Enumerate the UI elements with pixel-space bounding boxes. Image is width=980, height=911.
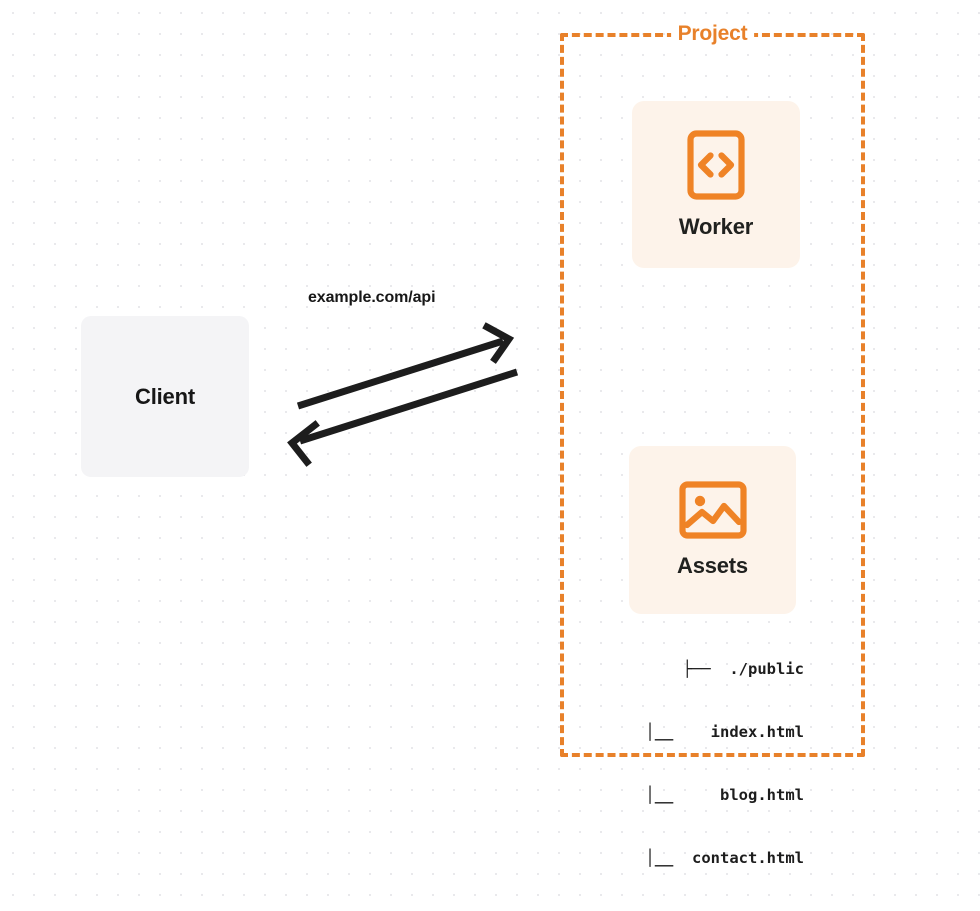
response-arrow-head bbox=[287, 420, 320, 467]
request-arrow-shaft bbox=[296, 337, 505, 410]
file-tree-row: │__ blog.html bbox=[645, 786, 804, 804]
response-arrow-shaft bbox=[298, 368, 519, 445]
worker-node[interactable]: Worker bbox=[632, 101, 800, 268]
file-tree-row: │__ contact.html bbox=[645, 849, 804, 867]
file-tree-row: ├── ./public bbox=[682, 660, 804, 678]
image-icon bbox=[678, 481, 747, 539]
request-arrow-head bbox=[482, 322, 515, 364]
diagram-canvas: Client example.com/api Project Worker bbox=[81, 22, 865, 867]
project-group-boundary: Project bbox=[560, 22, 865, 757]
edge-label-endpoint: example.com/api bbox=[308, 289, 436, 306]
worker-label: Worker bbox=[678, 213, 754, 239]
assets-label: Assets bbox=[677, 553, 748, 578]
client-node[interactable]: Client bbox=[81, 316, 249, 477]
client-label: Client bbox=[135, 383, 195, 409]
asset-file-tree: ├── ./public │__ index.html │__ blog.htm… bbox=[560, 617, 804, 911]
file-tree-row: │__ index.html bbox=[645, 723, 804, 741]
project-group-label: Project bbox=[670, 22, 755, 46]
code-brackets-icon bbox=[687, 129, 745, 200]
assets-node[interactable]: Assets bbox=[629, 446, 796, 614]
